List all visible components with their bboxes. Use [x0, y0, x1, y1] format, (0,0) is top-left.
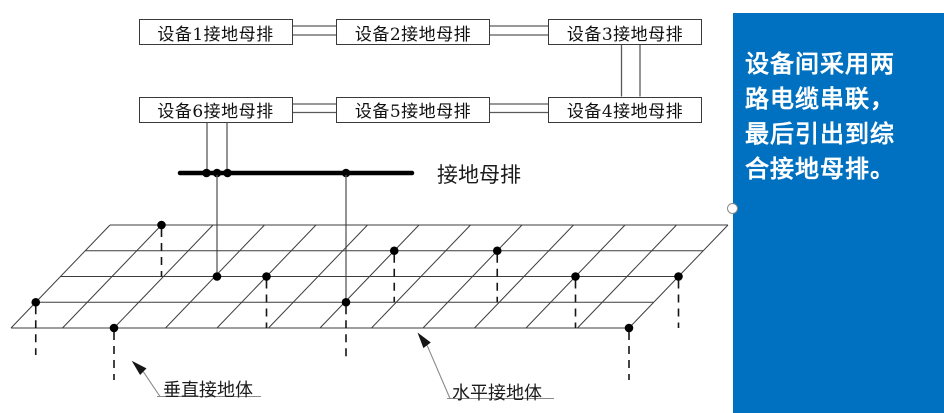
busbar-dot	[212, 168, 222, 178]
busbar-dot	[223, 168, 232, 178]
grid-node-dot	[212, 272, 222, 281]
grid-node-dot	[31, 297, 41, 307]
note-line: 最后引出到综	[745, 119, 895, 148]
equipment6-busbar-box: 设备6接地母排	[138, 96, 293, 123]
ground-busbar-line	[177, 168, 415, 303]
grid-line	[62, 224, 162, 329]
equipment3-busbar-box: 设备3接地母排	[548, 19, 702, 45]
arrow-up-left-icon	[131, 360, 147, 375]
grid-node-dot	[341, 297, 351, 307]
ground-busbar-label: 接地母排	[437, 163, 521, 187]
grid-node-dot	[571, 272, 580, 281]
note-panel: 设备间采用两 路电缆串联， 最后引出到综 合接地母排。	[733, 13, 944, 413]
equipment5-busbar-box: 设备5接地母排	[336, 96, 490, 123]
equipment1-busbar-label: 设备1接地母排	[157, 24, 274, 45]
vertical-electrode-label: 垂直接地体	[163, 380, 253, 401]
equipment1-busbar-box: 设备1接地母排	[138, 19, 293, 45]
selection-handle[interactable]	[727, 203, 738, 214]
equipment4-busbar-box: 设备4接地母排	[548, 96, 702, 123]
grid-line	[474, 224, 574, 329]
horizontal-electrode-label: 水平接地体	[452, 383, 542, 404]
grid-node-dot	[157, 220, 166, 230]
equipment4-busbar-label: 设备4接地母排	[566, 102, 684, 122]
equipment5-busbar-label: 设备5接地母排	[354, 102, 472, 122]
grid-node-dot	[624, 323, 634, 333]
grid-line	[113, 224, 214, 329]
grid-node-dot	[674, 272, 683, 281]
note-line: 设备间采用两	[745, 49, 895, 78]
horizontal-earth-grid	[10, 220, 729, 380]
grid-node-dot	[262, 272, 271, 281]
vertical-electrode-callout	[131, 360, 261, 398]
busbar-dot	[341, 168, 351, 178]
grid-line	[10, 224, 111, 329]
note-line: 路电缆串联，	[745, 84, 895, 113]
grid-node-dot	[389, 246, 399, 256]
equipment2-busbar-box: 设备2接地母排	[336, 19, 490, 45]
busbar-dot	[202, 168, 211, 178]
grid-line	[371, 224, 471, 329]
note-line: 合接地母排。	[745, 154, 895, 183]
equipment6-busbar-label: 设备6接地母排	[157, 102, 274, 122]
horizontal-electrode-callout	[417, 332, 554, 400]
equipment2-busbar-label: 设备2接地母排	[354, 24, 472, 45]
equipment3-busbar-label: 设备3接地母排	[566, 24, 684, 45]
grid-line	[319, 224, 420, 329]
grid-node-dot	[492, 246, 502, 256]
grid-line	[422, 224, 523, 329]
grid-node-dot	[109, 323, 119, 333]
arrow-up-left-icon	[417, 332, 431, 349]
grid-line	[577, 224, 677, 329]
cable-connections	[206, 25, 641, 171]
grid-line	[268, 224, 368, 329]
